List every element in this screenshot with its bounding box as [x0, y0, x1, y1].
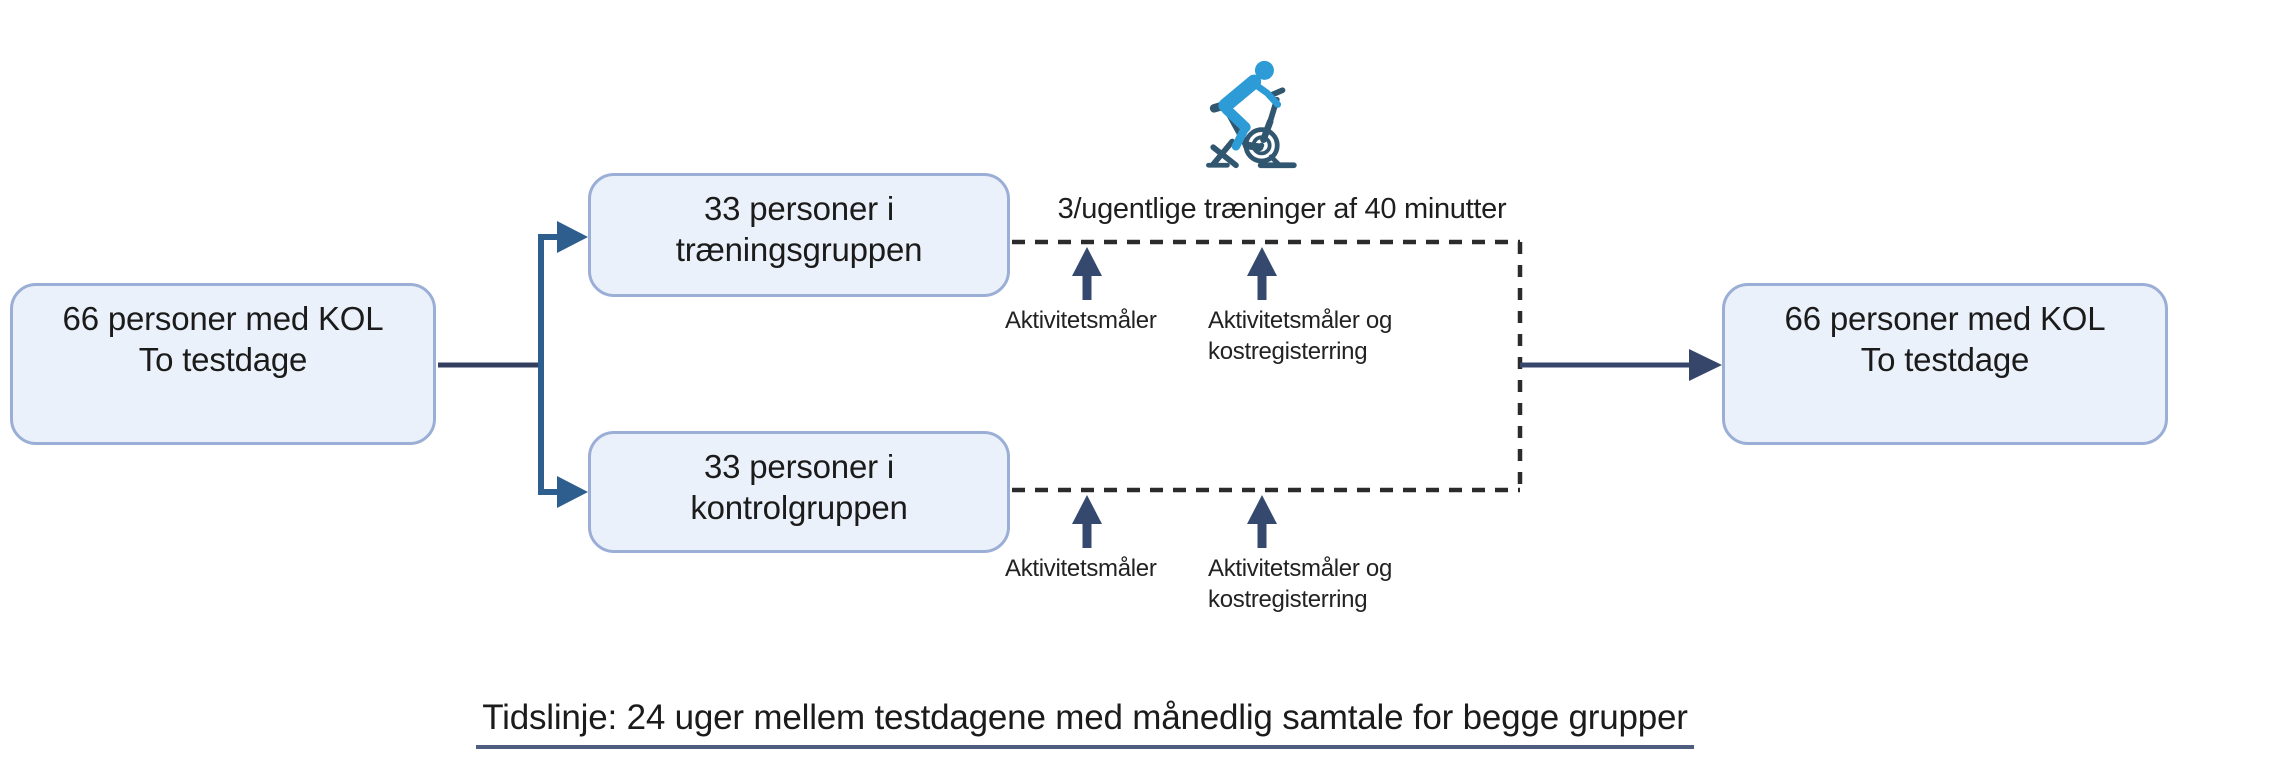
training-frequency-label: 3/ugentlige træninger af 40 minutter [1057, 193, 1507, 225]
arrowhead-to-end-icon [1689, 349, 1722, 381]
arrowhead-to-control-icon [557, 476, 588, 508]
control-measure-arrow-2-icon [1247, 495, 1277, 548]
start-box: 66 personer med KOL To testdage [10, 283, 436, 445]
exercise-bike-icon [1206, 60, 1297, 169]
training-group-box: 33 personer i træningsgruppen [588, 173, 1010, 297]
training-measure-label-2: Aktivitetsmåler og kostregisterring [1208, 307, 1392, 365]
timeline-note: Tidslinje: 24 uger mellem testdagene med… [340, 698, 1830, 749]
training-measure-label-1: Aktivitetsmåler [1005, 307, 1157, 334]
arrowhead-to-training-icon [557, 221, 588, 253]
control-measure-label-2: Aktivitetsmåler og kostregisterring [1208, 555, 1392, 613]
control-measure-label-1: Aktivitetsmåler [1005, 555, 1157, 582]
control-measure-arrow-1-icon [1072, 495, 1102, 548]
end-box: 66 personer med KOL To testdage [1722, 283, 2168, 445]
training-measure-arrow-2-icon [1247, 247, 1277, 300]
training-measure-arrow-1-icon [1072, 247, 1102, 300]
control-group-box: 33 personer i kontrolgruppen [588, 431, 1010, 553]
timeline-note-text: Tidslinje: 24 uger mellem testdagene med… [476, 698, 1694, 749]
